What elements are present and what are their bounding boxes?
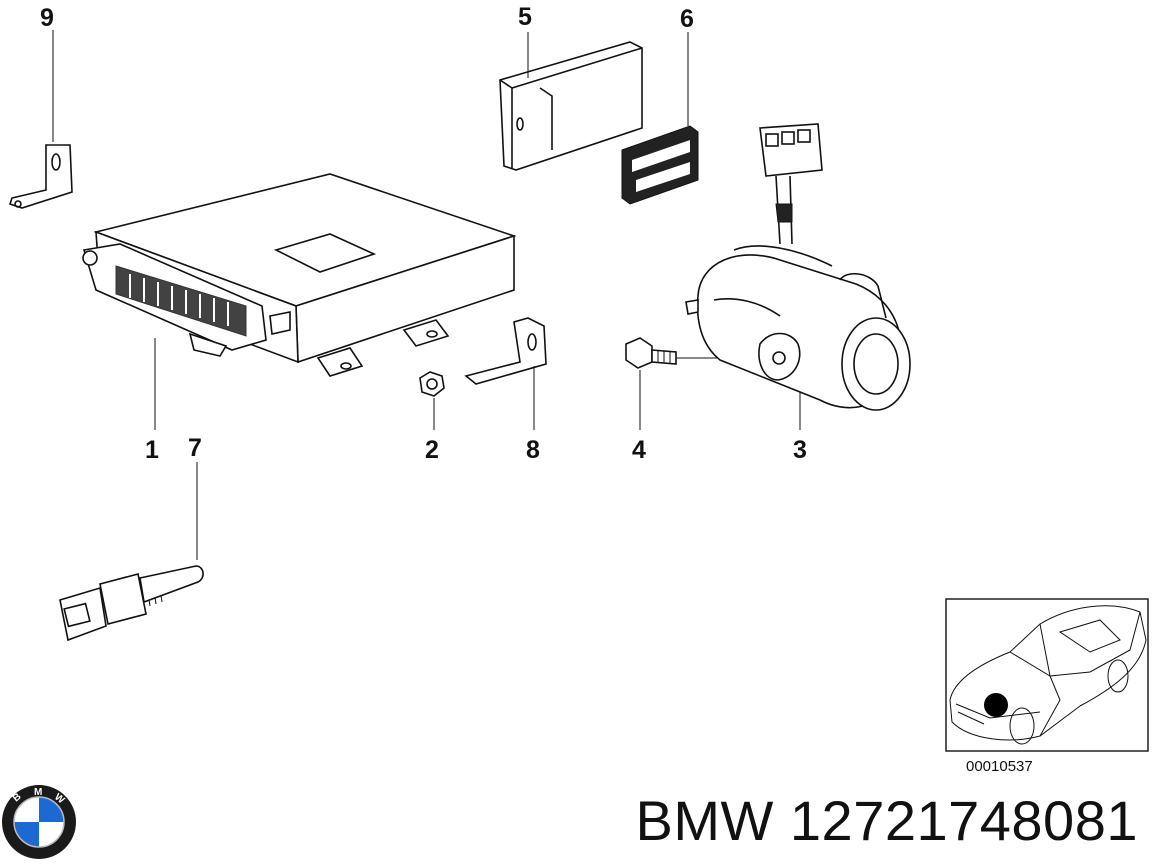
sensor-part-7 bbox=[59, 462, 204, 642]
inset-reference-number: 00010537 bbox=[966, 758, 1033, 775]
lock-switch-part-3 bbox=[685, 123, 911, 430]
screw-part-4 bbox=[625, 337, 744, 430]
inset-frame bbox=[945, 598, 1149, 752]
bracket-part-9 bbox=[8, 30, 73, 209]
bmw-logo-icon: B M W bbox=[2, 785, 76, 859]
callout-7: 7 bbox=[188, 434, 202, 462]
callout-6: 6 bbox=[680, 5, 694, 33]
location-inset: 00010537 bbox=[945, 598, 1149, 775]
control-unit-part-1 bbox=[82, 173, 517, 430]
part-number-label: BMW 12721748081 bbox=[635, 789, 1138, 852]
callout-9: 9 bbox=[40, 4, 54, 32]
location-marker-icon bbox=[984, 693, 1008, 717]
car-outline-icon bbox=[949, 605, 1147, 745]
svg-text:M: M bbox=[34, 787, 42, 798]
callout-8: 8 bbox=[526, 436, 540, 464]
callout-2: 2 bbox=[425, 436, 439, 464]
callout-3: 3 bbox=[793, 436, 807, 464]
callout-5: 5 bbox=[518, 3, 532, 31]
callout-4: 4 bbox=[632, 436, 646, 464]
callout-1: 1 bbox=[145, 436, 159, 464]
bracket-part-8 bbox=[464, 317, 547, 430]
nut-part-2 bbox=[419, 371, 445, 430]
mounting-plate-part-5 bbox=[499, 32, 643, 171]
connector-part-6 bbox=[621, 32, 699, 205]
